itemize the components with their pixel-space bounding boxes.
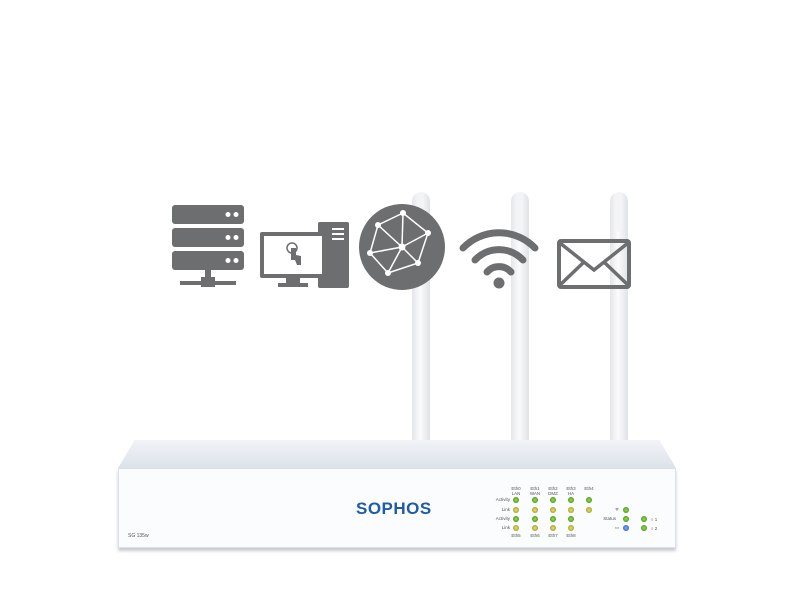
port-label: Eth7	[548, 533, 558, 538]
computer-icon	[260, 222, 349, 288]
port-role-label: DMZ	[548, 491, 558, 496]
system-led	[623, 525, 629, 531]
led-row-label: Activity	[495, 497, 510, 502]
device-front-panel	[118, 468, 676, 548]
port-led	[532, 497, 538, 503]
port-led	[513, 507, 519, 513]
port-led	[513, 525, 519, 531]
port-led	[586, 507, 592, 513]
status-label: Status	[603, 516, 616, 521]
port-led	[513, 516, 519, 522]
port-led	[568, 507, 574, 513]
device-top-bevel	[118, 440, 676, 468]
power2-label: ○ 2	[650, 526, 658, 531]
port-led	[532, 525, 538, 531]
port-role-label: HA	[567, 491, 575, 496]
power2-led	[641, 525, 647, 531]
globe-network-icon	[359, 204, 445, 290]
port-led	[532, 516, 538, 522]
port-led	[513, 497, 519, 503]
model-label: SG 135w	[128, 533, 149, 539]
monitor-status-icon: ▭	[614, 525, 620, 530]
port-led	[550, 516, 556, 522]
port-led	[568, 516, 574, 522]
led-row-label: Link	[501, 525, 510, 530]
antenna	[610, 192, 628, 442]
port-led	[586, 497, 592, 503]
led-row-label: Link	[501, 507, 510, 512]
port-led	[550, 525, 556, 531]
port-role-label: LAN	[511, 491, 521, 496]
port-led	[568, 525, 574, 531]
status-led	[623, 516, 629, 522]
server-icon	[172, 205, 244, 287]
wifi-led	[623, 507, 629, 513]
port-label: Eth2	[548, 486, 558, 491]
port-led	[550, 507, 556, 513]
port-label: Eth0	[511, 486, 521, 491]
port-label: Eth3	[566, 486, 576, 491]
port-label: Eth8	[566, 533, 576, 538]
envelope-icon	[557, 239, 631, 289]
power1-led	[641, 516, 647, 522]
port-label: Eth4	[584, 486, 594, 491]
port-role-label: WAN	[529, 491, 541, 496]
led-row-label: Activity	[495, 516, 510, 521]
wifi-status-icon: ᯤ	[614, 507, 620, 512]
wifi-icon	[459, 229, 539, 289]
port-led	[532, 507, 538, 513]
port-label: Eth6	[530, 533, 540, 538]
brand-logo: SOPHOS	[356, 499, 432, 518]
port-led	[550, 497, 556, 503]
port-label: Eth5	[511, 533, 521, 538]
port-label: Eth1	[530, 486, 540, 491]
port-led	[568, 497, 574, 503]
power1-label: ○ 1	[650, 517, 658, 522]
